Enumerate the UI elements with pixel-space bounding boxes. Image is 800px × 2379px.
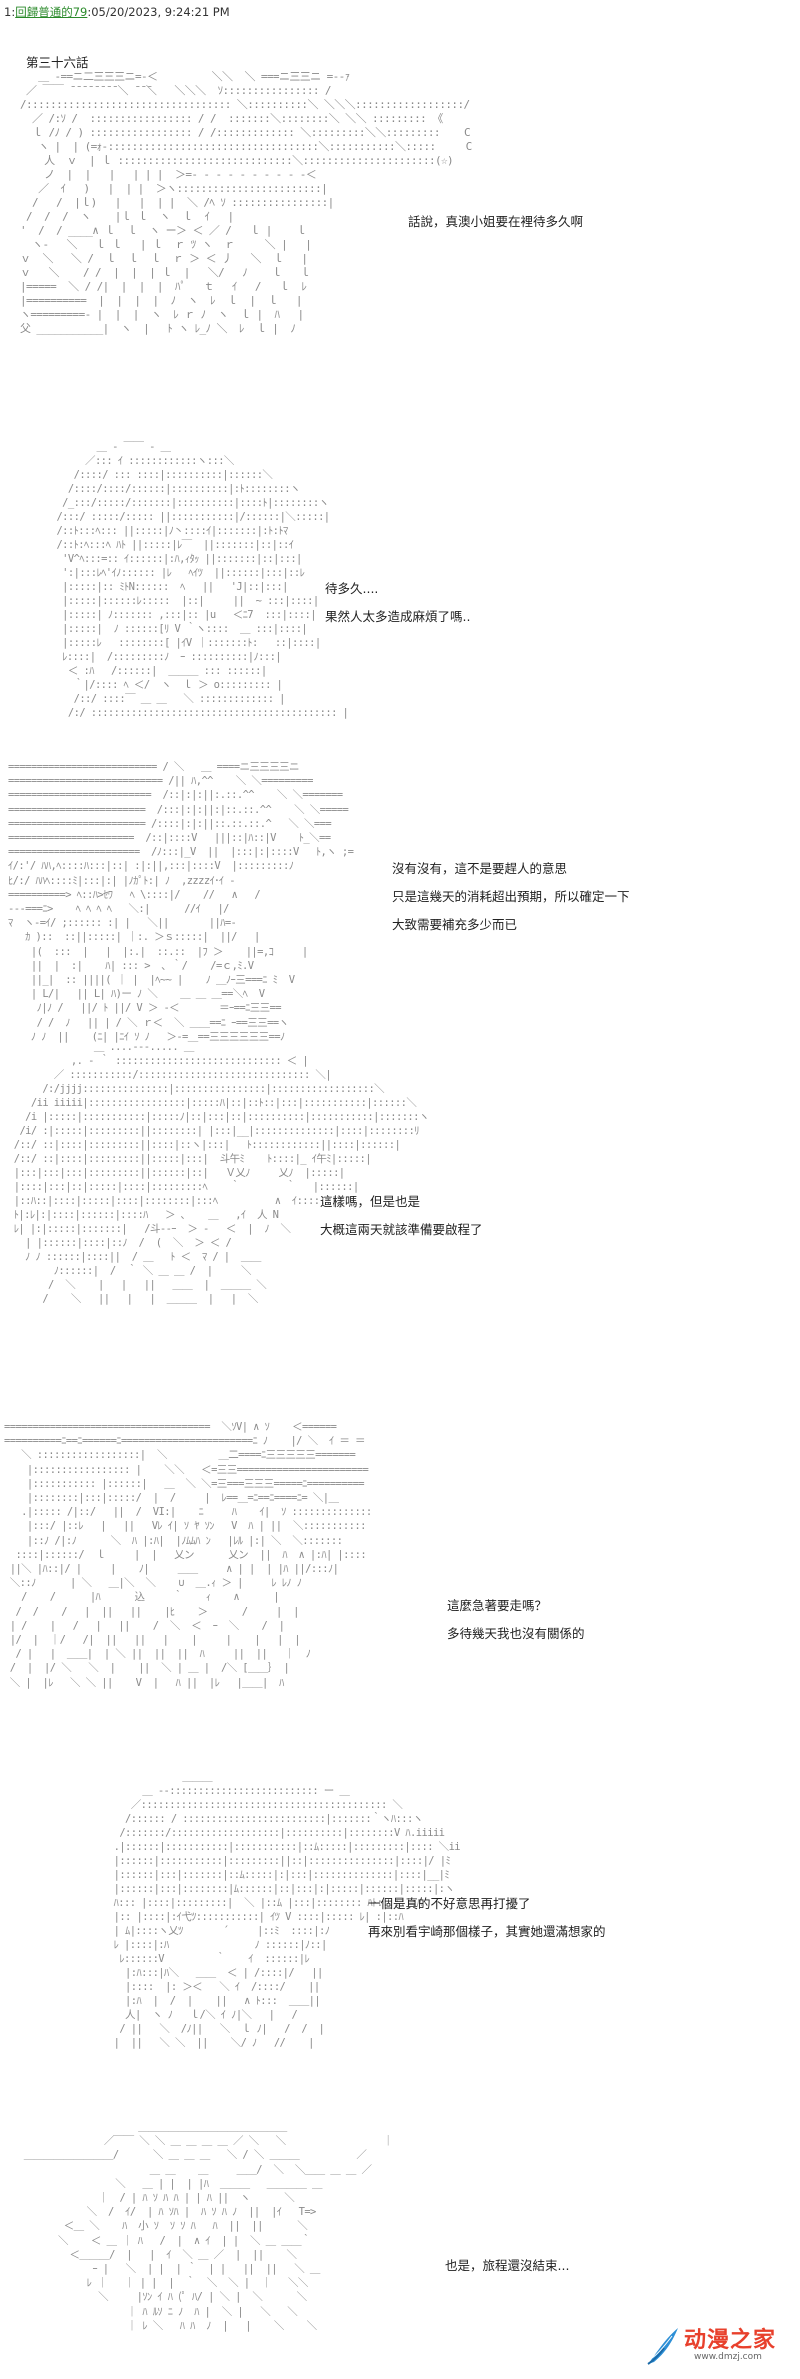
panel-1: ＿ -==ニ二三三三ニ=-＜ ＼＼ ＼ ===ニ三三ニ =--ｧ ／ ￣￣ ̄ … [0,60,800,460]
panel-5: ==================================== ＼ｿV… [0,1420,800,1750]
panel-4-dialog: 這樣嗎，但是也是 大概這兩天就該準備要啟程了 [320,1188,483,1244]
post-header: 1:回歸普通的79:05/20/2023, 9:24:21 PM [4,4,230,20]
panel-3-dialog: 沒有沒有，這不是要趕人的意思 只是這幾天的消耗超出預期，所以確定一下 大致需要補… [392,855,630,939]
site-watermark: 动漫之家 www.dmzj.com [642,2320,792,2370]
dialog-line: 也是，旅程還沒結束... [445,2258,570,2273]
author-link[interactable]: 回歸普通的79 [15,5,88,19]
dialog-line: 多待幾天我也沒有關係的 [447,1626,585,1641]
post-timestamp: :05/20/2023, 9:24:21 PM [87,5,230,19]
panel-2: ＿ - ￣￣ ‐ ＿ ／::: ｲ ::::::::::::ヽ:::＼ /:::… [0,440,800,750]
ascii-art-panel-5: ==================================== ＼ｿV… [4,1421,372,1689]
panel-7-dialog: 也是，旅程還沒結束... [445,2252,569,2280]
panel-3: ========================== / ＼ ＿ ====ニ三三… [0,760,800,1060]
feather-pen-icon [647,2328,678,2365]
dialog-line: 果然人太多造成麻煩了嗎.. [325,609,471,624]
panel-4: ＿ ....-‐-..... ＿ ,. ‐ ｀ ::::::::::::::::… [0,1040,800,1380]
dialog-line: 沒有沒有，這不是要趕人的意思 [392,861,568,876]
dialog-line: 話說，真澳小姐要在裡待多久啊 [408,214,584,229]
panel-5-dialog: 這麼急著要走嗎？ 多待幾天我也沒有關係的 [447,1592,585,1648]
panel-6: ＿＿＿ ＿ --:::::::::::::::::::::::::: ー ＿ ／… [0,1770,800,2100]
post-number: 1: [4,5,16,19]
ascii-art-panel-3: ========================== / ＼ ＿ ====ニ三三… [8,761,354,1043]
dialog-line: 這麼急著要走嗎？ [447,1598,548,1613]
dialog-line: 待多久.... [325,581,379,596]
ascii-art-panel-7: ＿＿＿＿＿＿＿＿＿＿＿＿＿＿＿ ／￣￣ ＼ ＼ ＿ ＿ ＿ ＿ ／ ＼ ＼ ｜ … [23,2121,394,2332]
panel-6-dialog: 一個是真的不好意思再打擾了 再來別看宇崎那個樣子，其實她還滿想家的 [368,1890,606,1946]
ascii-art-panel-1: ＿ -==ニ二三三三ニ=-＜ ＼＼ ＼ ===ニ三三ニ =--ｧ ／ ￣￣ ̄ … [20,70,472,335]
dialog-line: 一個是真的不好意思再打擾了 [368,1896,531,1911]
ascii-art-panel-4: ＿ ....-‐-..... ＿ ,. ‐ ｀ ::::::::::::::::… [13,1041,430,1305]
dialog-line: 只是這幾天的消耗超出預期，所以確定一下 [392,889,630,904]
watermark-url: www.dmzj.com [694,2352,762,2362]
dialog-line: 大概這兩天就該準備要啟程了 [320,1222,483,1237]
watermark-name: 动漫之家 [684,2328,777,2353]
panel-2-dialog: 待多久.... 果然人太多造成麻煩了嗎.. [325,575,470,631]
ascii-art-panel-2: ＿ - ￣￣ ‐ ＿ ／::: ｲ ::::::::::::ヽ:::＼ /:::… [56,441,349,719]
panel-1-dialog: 話說，真澳小姐要在裡待多久啊 [408,208,583,236]
panel-7: ＿＿＿＿＿＿＿＿＿＿＿＿＿＿＿ ／￣￣ ＼ ＼ ＿ ＿ ＿ ＿ ／ ＼ ＼ ｜ … [0,2120,800,2370]
dialog-line: 再來別看宇崎那個樣子，其實她還滿想家的 [368,1924,606,1939]
ascii-art-panel-6: ＿＿＿ ＿ --:::::::::::::::::::::::::: ー ＿ ／… [113,1771,461,2049]
dialog-line: 這樣嗎，但是也是 [320,1194,421,1209]
chapter-title: 第三十六話 [26,55,89,70]
dialog-line: 大致需要補充多少而已 [392,917,518,932]
